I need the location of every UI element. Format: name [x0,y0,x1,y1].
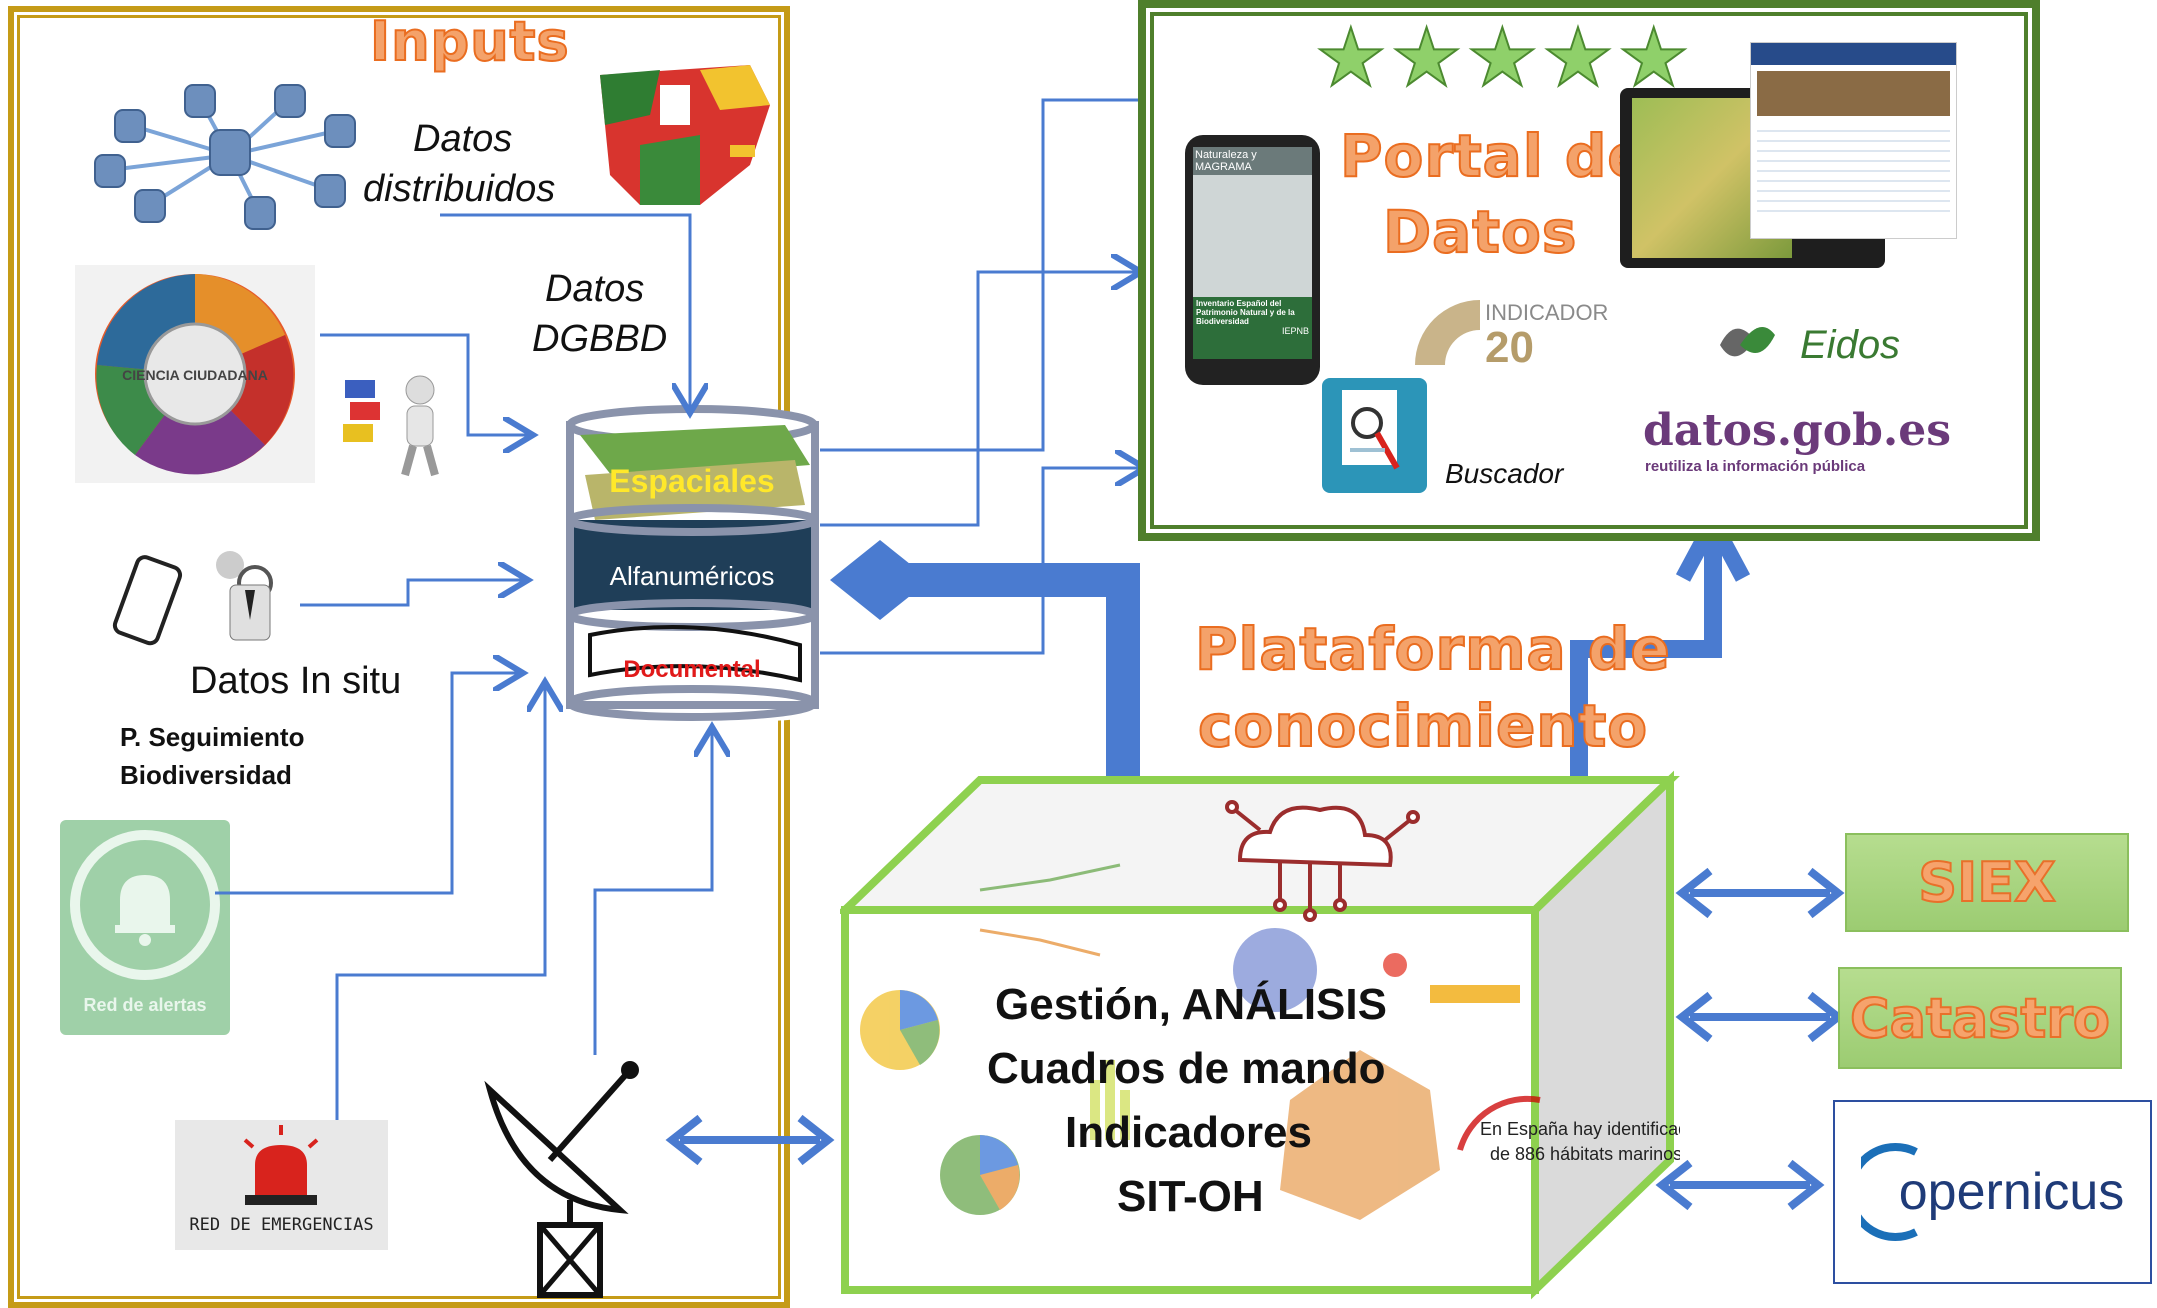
copernicus-box[interactable]: opernicus [1833,1100,2152,1284]
researcher-figure-icon [343,375,439,477]
layer-alfanumericos: Alfanuméricos [610,561,775,591]
portal-phone-mockup: Naturaleza y MAGRAMA Inventario Español … [1185,135,1320,385]
datos-distribuidos-line2: distribuidos [363,168,556,210]
layer-documental: Documental [623,656,760,683]
plataforma-line2: Cuadros de mando [987,1044,1386,1093]
phone-badge: IEPNB [1281,326,1309,337]
indicador-label: INDICADOR [1485,300,1608,325]
copernicus-c-icon [1860,1143,1918,1241]
central-database: Espaciales Alfanuméricos Documental [566,405,819,723]
distributed-database-icon [94,84,356,230]
datos-gob-logo: datos.gob.es [1643,405,1951,456]
eidos-logo: Eidos [1720,323,1900,367]
siex-box[interactable]: SIEX [1845,833,2129,932]
eidos-label: Eidos [1800,323,1900,367]
ciencia-ciudadana-icon: CIENCIA CIUDADANA [75,265,315,483]
red-alertas-tile: Red de alertas [60,820,230,1035]
portal-title-line1: Portal de [1339,121,1648,191]
indicador-number: 20 [1485,323,1534,370]
catastro-box[interactable]: Catastro [1838,967,2122,1069]
seguimiento-line1: P. Seguimiento [120,722,305,752]
copernicus-label: opernicus [1898,1163,2125,1221]
rating-stars: ★★★★★ [1314,13,1694,102]
portal-website-mockup [1750,42,1957,239]
in-situ-phone-icon [112,551,273,646]
layer-espaciales: Espaciales [609,463,774,499]
plataforma-line4: SIT-OH [1117,1172,1264,1221]
seguimiento-line2: Biodiversidad [120,760,292,790]
phone-header: Naturaleza y MAGRAMA [1193,147,1312,175]
datos-dgbbd-line2: DGBBD [532,318,668,360]
alert-bell-icon [70,830,220,980]
satellite-dish-icon [484,1061,639,1298]
plataforma-title-line1: Plataforma de [1194,614,1671,684]
datos-in-situ-label: Datos In situ [190,660,402,702]
plataforma-cube: En España hay identificados un total de … [840,770,1680,1300]
buscador-icon[interactable] [1322,378,1427,493]
plataforma-line3: Indicadores [1065,1108,1312,1157]
inputs-title: Inputs [369,9,570,74]
catastro-label: Catastro [1849,986,2111,1051]
habitats-line1: En España hay identificados un total [1480,1119,1680,1139]
habitats-line2: de 886 hábitats marinos [1490,1144,1680,1164]
red-alertas-label: Red de alertas [83,995,207,1015]
siren-icon [243,1125,319,1205]
buscador-label: Buscador [1445,458,1564,489]
phone-text: Inventario Español del Patrimonio Natura… [1196,299,1295,326]
red-emergencias-label: RED DE EMERGENCIAS [189,1215,374,1235]
siex-label: SIEX [1917,850,2057,915]
datos-dgbbd-line1: Datos [545,268,645,310]
red-emergencias-tile: RED DE EMERGENCIAS [175,1120,388,1250]
datos-gob-sub: reutiliza la información pública [1645,458,1866,475]
plataforma-title-line2: conocimiento [1197,691,1649,761]
datos-distribuidos-line1: Datos [413,118,513,160]
indicador-20-logo: INDICADOR 20 [1415,300,1608,370]
spain-map-icon [600,65,770,205]
ciencia-label: CIENCIA CIUDADANA [122,367,268,383]
plataforma-line1: Gestión, ANÁLISIS [995,980,1387,1029]
portal-title-line2: Datos [1382,197,1578,267]
